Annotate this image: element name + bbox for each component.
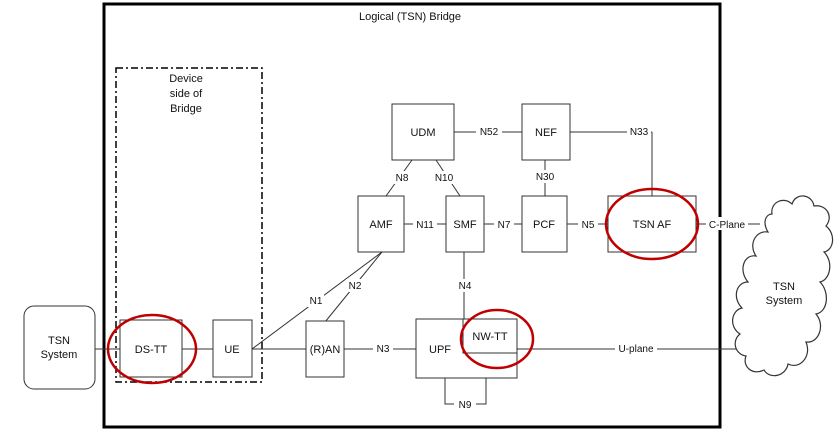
- ds-tt-node: DS-TT: [119, 319, 183, 378]
- interface-labels: N1 N2 N3 N4 N5 N7 N8 N9 N10 N11 N30 N33 …: [306, 125, 748, 411]
- smf-label: SMF: [453, 219, 477, 231]
- tsn-system-cloud-line-1: TSN: [773, 281, 795, 293]
- interface-n3: N3: [377, 344, 390, 355]
- interface-u-plane: U-plane: [618, 344, 653, 355]
- pcf-label: PCF: [533, 219, 555, 231]
- interface-n33: N33: [630, 127, 649, 138]
- ran-label: (R)AN: [310, 344, 341, 356]
- nw-tt-highlight-ring: [459, 308, 535, 370]
- smf-node: SMF: [445, 195, 485, 253]
- pcf-node: PCF: [521, 195, 568, 253]
- upf-label: UPF: [429, 344, 451, 356]
- ds-tt-label: DS-TT: [135, 344, 168, 356]
- interface-n30: N30: [536, 172, 555, 183]
- interface-n10: N10: [435, 173, 454, 184]
- bridge-frame: [102, 2, 722, 429]
- interface-n11: N11: [416, 220, 434, 231]
- udm-label: UDM: [410, 127, 435, 139]
- device-side-label-2: side of: [170, 88, 203, 100]
- tsn-system-left-line-1: TSN: [48, 335, 70, 347]
- interface-n9: N9: [459, 400, 472, 411]
- tsn-system-cloud-line-2: System: [766, 295, 803, 307]
- amf-node: AMF: [357, 195, 405, 253]
- amf-label: AMF: [369, 219, 393, 231]
- ue-label: UE: [224, 344, 239, 356]
- tsn-af-node: TSN AF: [607, 195, 697, 253]
- ue-node: UE: [212, 319, 253, 378]
- interface-n2: N2: [349, 281, 362, 292]
- interface-n1: N1: [310, 296, 323, 307]
- bridge-title: Logical (TSN) Bridge: [359, 11, 461, 23]
- nef-label: NEF: [535, 127, 557, 139]
- ds-tt-highlight-ring: [106, 313, 198, 385]
- nw-tt-label: NW-TT: [472, 331, 508, 343]
- interface-c-plane: C-Plane: [709, 220, 746, 231]
- tsn-system-left-line-2: System: [41, 349, 78, 361]
- udm-node: UDM: [391, 103, 455, 161]
- tsn-af-highlight-ring: [604, 187, 700, 261]
- interface-n8: N8: [396, 173, 409, 184]
- nw-tt-node: NW-TT: [462, 318, 518, 354]
- interface-n52: N52: [480, 127, 499, 138]
- device-side-label-3: Bridge: [170, 103, 202, 115]
- tsn-af-label: TSN AF: [633, 219, 672, 231]
- tsn-system-cloud: TSN System: [732, 195, 834, 377]
- device-side-frame: [115, 67, 263, 383]
- ran-node: (R)AN: [305, 320, 345, 378]
- tsn-system-left: TSN System: [23, 305, 96, 390]
- interface-n7: N7: [498, 220, 511, 231]
- interface-n5: N5: [582, 220, 595, 231]
- highlight-rings: [106, 187, 700, 385]
- nef-node: NEF: [521, 103, 571, 161]
- device-side-label-1: Device: [169, 73, 203, 85]
- interface-n4: N4: [459, 281, 472, 292]
